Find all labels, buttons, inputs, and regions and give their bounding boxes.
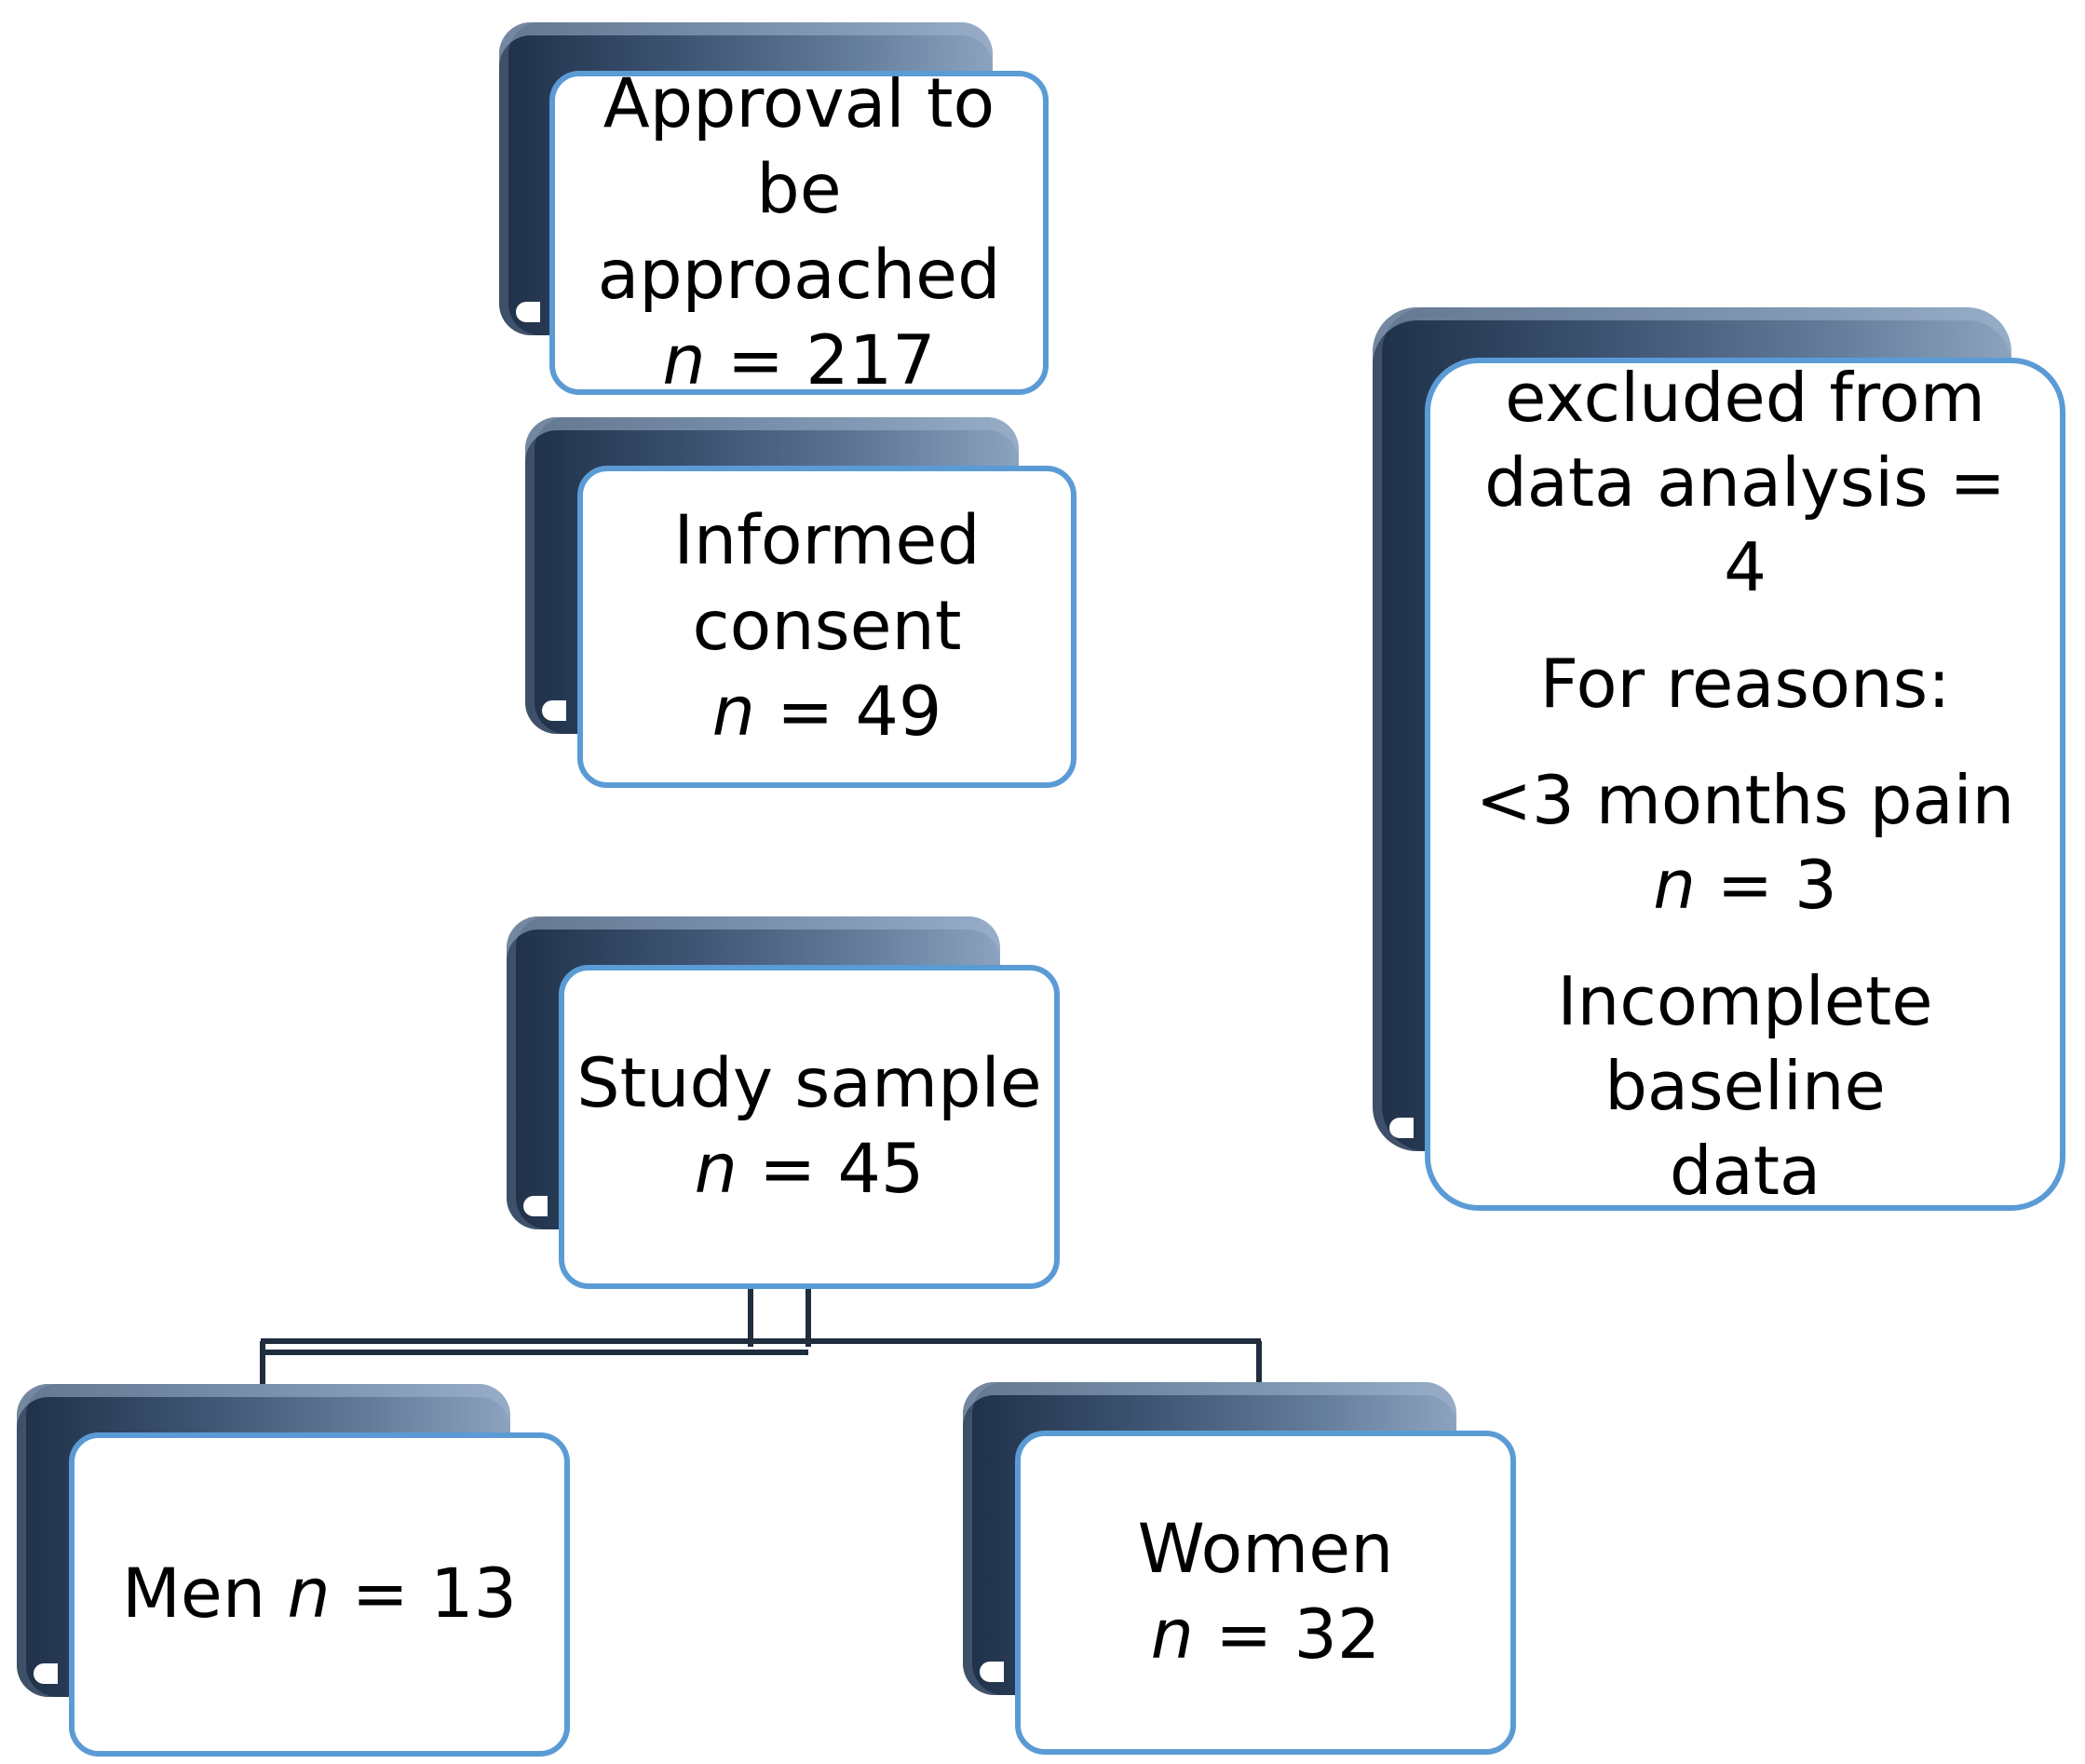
sample-n-symbol: n <box>694 1130 738 1209</box>
reason1-label: <3 months pain <box>1475 760 2015 839</box>
reason1-n-value: = 3 <box>1695 845 1837 924</box>
approval-node-box: Approval to be approached n = 217 <box>549 71 1049 395</box>
sample-count: n = 45 <box>695 1127 925 1213</box>
women-node: Women n = 32 <box>963 1382 1516 1755</box>
excluded-node-box: Patients excluded from data analysis = 4… <box>1425 358 2065 1211</box>
excluded-reason-2: Incomplete baseline data n = 1 <box>1526 959 1964 1210</box>
reason1-n-symbol: n <box>1653 845 1696 924</box>
sample-n-value: = 45 <box>737 1130 925 1209</box>
consent-node-box: Informed consent n = 49 <box>577 466 1076 788</box>
men-n-symbol: n <box>287 1554 331 1634</box>
men-label-line: Men n = 13 <box>122 1552 517 1637</box>
sample-node: Study sample n = 45 <box>507 916 1060 1289</box>
excluded-reasons-label: For reasons: <box>1539 644 1951 723</box>
men-node-box: Men n = 13 <box>69 1432 570 1757</box>
approval-count: n = 217 <box>662 319 936 395</box>
consent-n-value: = 49 <box>754 672 942 752</box>
reason2-label: Incomplete baseline data <box>1557 961 1933 1210</box>
consent-node: Informed consent n = 49 <box>525 417 1076 788</box>
consent-label: Informed consent <box>673 501 981 666</box>
approval-n-value: = 217 <box>705 321 936 395</box>
women-n-symbol: n <box>1150 1595 1194 1675</box>
sample-node-box: Study sample n = 45 <box>559 965 1060 1289</box>
approval-n-symbol: n <box>662 321 706 395</box>
men-node: Men n = 13 <box>17 1384 570 1757</box>
women-label: Women <box>1137 1510 1394 1589</box>
approval-label: Approval to be approached <box>597 71 1001 315</box>
excluded-reason-1: <3 months pain n = 3 <box>1476 758 2015 928</box>
women-n-value: = 32 <box>1193 1595 1381 1675</box>
women-node-box: Women n = 32 <box>1015 1431 1516 1755</box>
reason1-count: n = 3 <box>1476 843 2015 928</box>
sample-label: Study sample <box>576 1044 1042 1123</box>
excluded-node: Patients excluded from data analysis = 4… <box>1373 307 2065 1211</box>
excluded-label: Patients excluded from data analysis = 4 <box>1484 358 2006 606</box>
consent-n-symbol: n <box>711 672 755 752</box>
women-count: n = 32 <box>1151 1593 1381 1678</box>
men-label: Men <box>121 1554 288 1634</box>
approval-node: Approval to be approached n = 217 <box>499 22 1049 395</box>
men-n-value: = 13 <box>330 1554 518 1634</box>
consent-count: n = 49 <box>712 670 942 755</box>
